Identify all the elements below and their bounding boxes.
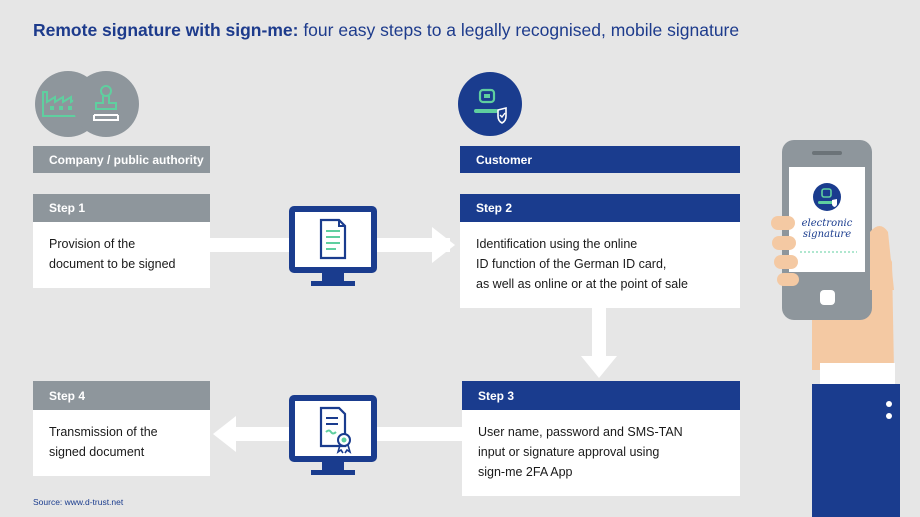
step2-text-line: ID function of the German ID card, (476, 257, 667, 271)
step3-text-line: sign-me 2FA App (478, 465, 573, 479)
phone-text-line2: signature (802, 229, 852, 240)
phone-text-line1: electronic (801, 218, 853, 229)
stamp-icon (73, 71, 139, 137)
customer-header: Customer (460, 146, 740, 173)
phone-screen-text: electronic signature (789, 218, 865, 240)
monitor-certificate-icon (289, 395, 377, 475)
step2-label: Step 2 (476, 201, 513, 215)
company-header: Company / public authority (33, 146, 210, 173)
step4-text-line: Transmission of the (49, 425, 158, 439)
step3-label: Step 3 (478, 388, 515, 403)
company-header-label: Company / public authority (49, 152, 204, 167)
customer-shield-icon (458, 72, 522, 136)
step2-text-line: Identification using the online (476, 237, 638, 251)
step3-text-line: User name, password and SMS-TAN (478, 425, 683, 439)
step1-header: Step 1 (33, 194, 210, 222)
step1-text-line: Provision of the (49, 237, 136, 251)
step2-card: Identification using the online ID funct… (460, 222, 740, 308)
step2-header: Step 2 (460, 194, 740, 222)
phone-hand-icon (771, 140, 900, 517)
step2-text-line: as well as online or at the point of sal… (476, 277, 688, 291)
step3-text-line: input or signature approval using (478, 445, 660, 459)
page-title: Remote signature with sign-me: four easy… (33, 20, 739, 41)
step1-text-line: document to be signed (49, 257, 176, 271)
step1-label: Step 1 (49, 201, 86, 215)
step4-label: Step 4 (49, 388, 86, 403)
title-bold: Remote signature with sign-me: (33, 20, 299, 40)
title-rest: four easy steps to a legally recognised,… (298, 20, 740, 40)
customer-header-label: Customer (476, 152, 533, 167)
step1-card: Provision of the document to be signed (33, 222, 210, 288)
step3-card: User name, password and SMS-TAN input or… (462, 410, 740, 496)
step4-header: Step 4 (33, 381, 210, 410)
arrow-step2-to-step3-icon (581, 308, 617, 378)
source-note: Source: www.d-trust.net (33, 497, 124, 507)
monitor-document-icon (289, 206, 377, 286)
step4-text-line: signed document (49, 445, 145, 459)
step4-card: Transmission of the signed document (33, 410, 210, 476)
step3-header: Step 3 (462, 381, 740, 410)
